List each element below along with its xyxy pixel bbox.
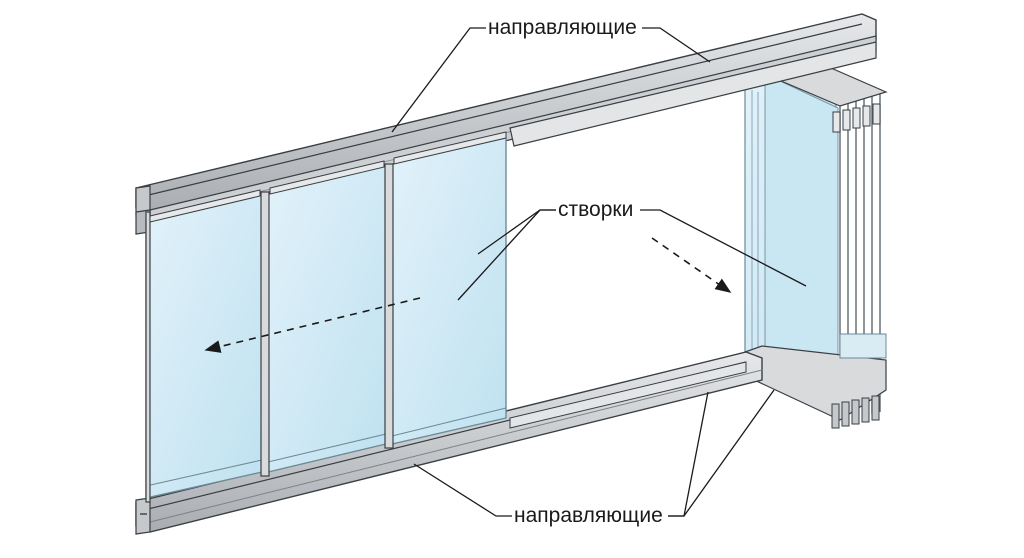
sash-1 [145,191,263,499]
bottom-guides-label: направляющие [512,504,665,528]
sashes-label: створки [556,198,636,222]
sash-top-carriages [149,131,507,223]
sash-3 [391,137,507,445]
bottom-guide-rail [135,351,763,535]
stacked-sashes [744,57,888,429]
right-movement-arrow [651,237,732,293]
left-movement-arrow [204,297,421,353]
leader-lines [391,27,807,517]
top-guides-label: направляющие [486,16,639,40]
sash-2 [267,163,387,473]
